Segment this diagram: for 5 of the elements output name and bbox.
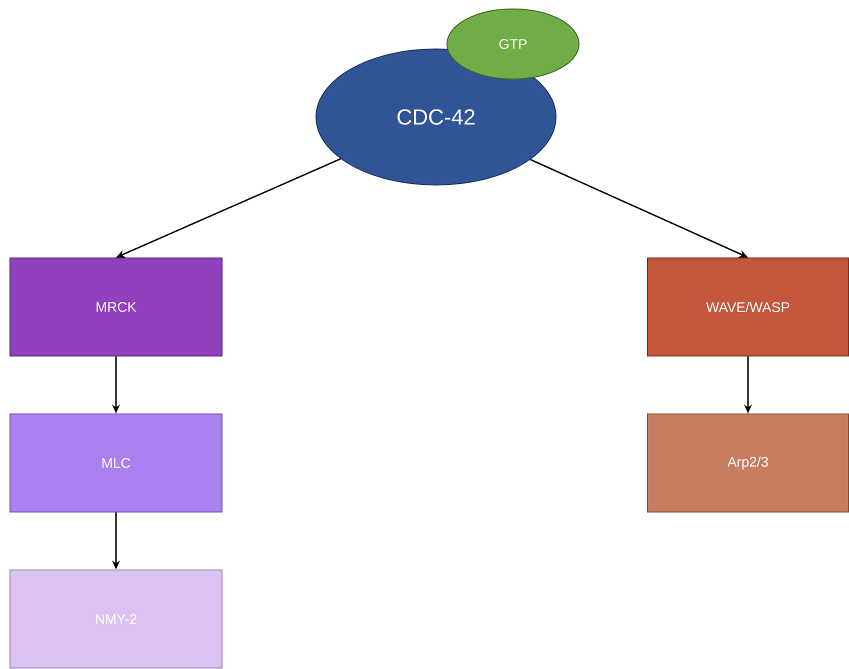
protein-box: NMY-2 [10, 569, 222, 668]
protein-box: MRCK [10, 257, 222, 356]
protein-box: MLC [10, 413, 222, 512]
protein-box: Arp2/3 [647, 413, 849, 512]
protein-box: WAVE/WASP [647, 257, 849, 356]
